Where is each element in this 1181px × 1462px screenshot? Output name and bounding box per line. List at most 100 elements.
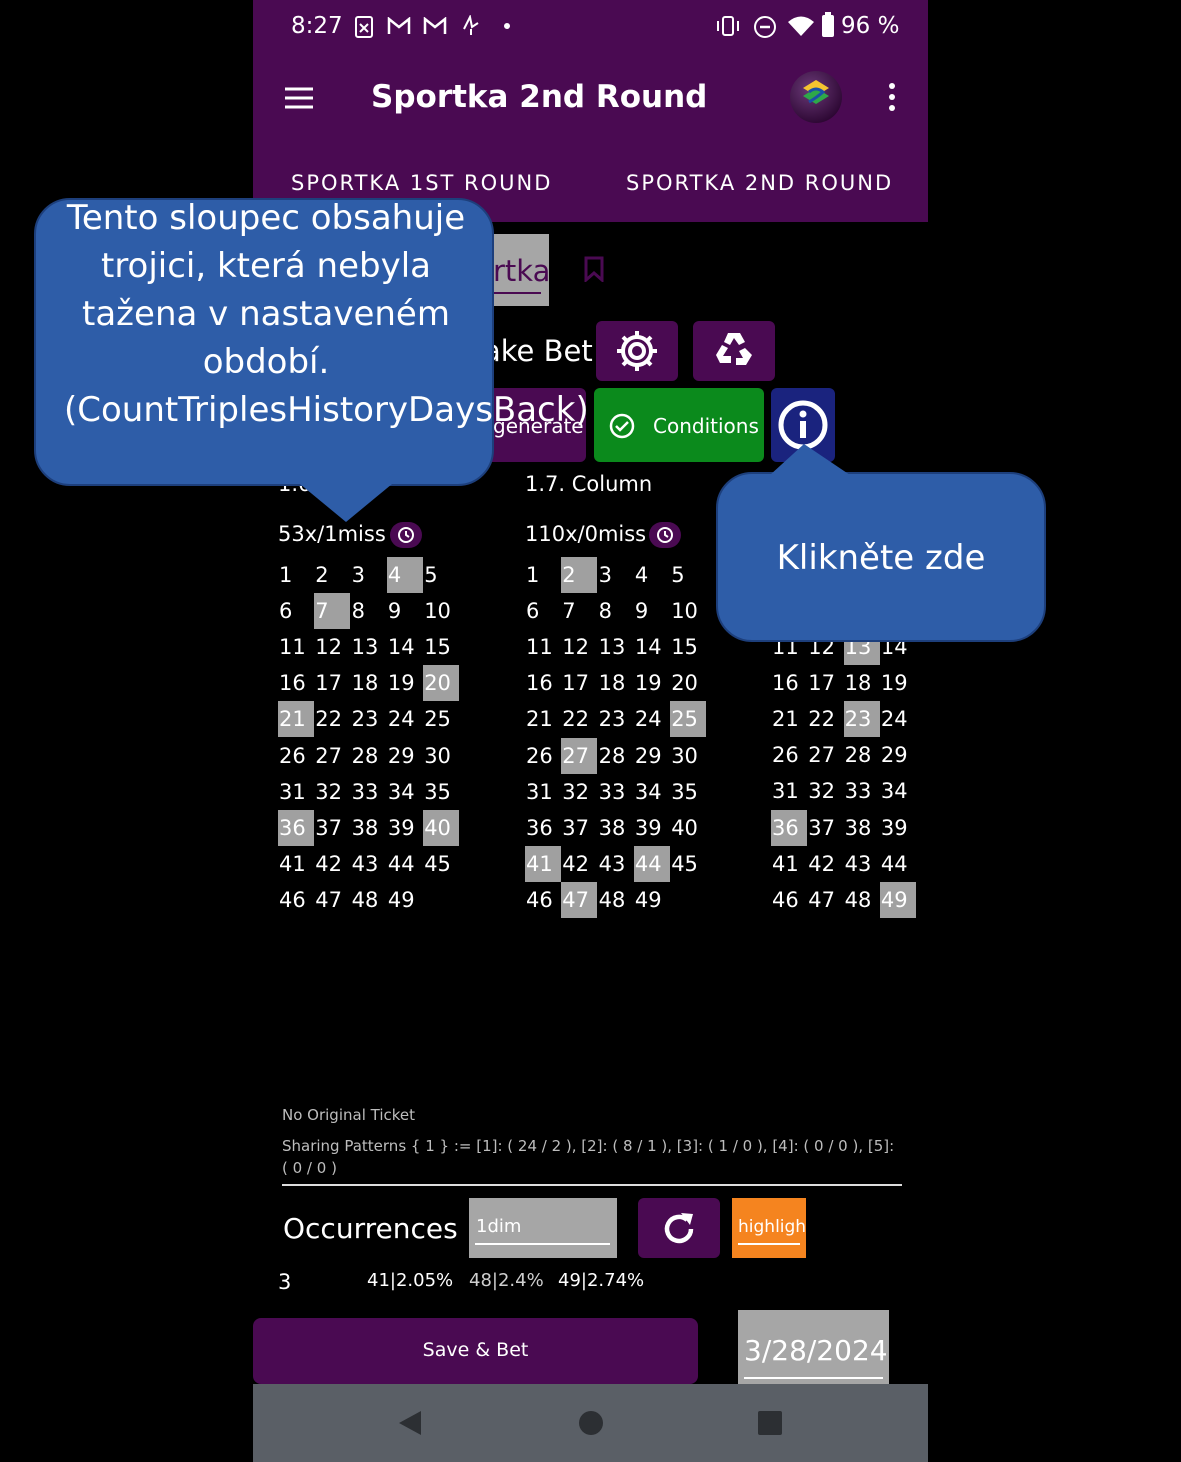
- number-cell[interactable]: 13: [598, 635, 626, 660]
- number-cell[interactable]: 20: [671, 671, 698, 696]
- number-cell[interactable]: 10: [671, 599, 698, 624]
- number-cell[interactable]: 42: [315, 851, 343, 876]
- number-cell[interactable]: 48: [844, 887, 872, 912]
- number-cell[interactable]: 10: [424, 599, 451, 624]
- home-icon[interactable]: [578, 1410, 604, 1436]
- number-cell[interactable]: 5: [424, 563, 438, 587]
- number-cell[interactable]: 23: [351, 707, 379, 732]
- number-cell[interactable]: 12: [562, 635, 590, 660]
- number-cell[interactable]: 18: [598, 671, 626, 696]
- number-cell[interactable]: 29: [387, 743, 415, 768]
- number-cell[interactable]: 49: [634, 887, 662, 912]
- number-cell[interactable]: 1: [526, 563, 540, 587]
- number-cell[interactable]: 28: [351, 743, 379, 768]
- number-cell-highlighted[interactable]: 40: [423, 809, 460, 846]
- number-cell[interactable]: 31: [526, 779, 553, 804]
- number-cell[interactable]: 24: [880, 707, 908, 732]
- back-icon[interactable]: [397, 1409, 423, 1437]
- number-cell[interactable]: 5: [671, 563, 685, 587]
- number-cell[interactable]: 15: [424, 635, 451, 660]
- number-cell[interactable]: 14: [634, 635, 662, 660]
- number-cell-highlighted[interactable]: 36: [771, 809, 807, 846]
- number-cell[interactable]: 25: [424, 707, 451, 732]
- number-cell[interactable]: 14: [387, 635, 415, 660]
- overflow-menu-icon[interactable]: [887, 82, 897, 114]
- number-cell[interactable]: 30: [671, 743, 698, 768]
- column-6-history-button[interactable]: [390, 522, 422, 548]
- number-cell[interactable]: 27: [315, 743, 343, 768]
- recycle-button[interactable]: [693, 321, 775, 381]
- number-cell[interactable]: 48: [598, 887, 626, 912]
- number-cell[interactable]: 33: [844, 779, 872, 804]
- number-cell[interactable]: 34: [387, 779, 415, 804]
- number-cell[interactable]: 40: [671, 815, 698, 840]
- number-cell[interactable]: 24: [387, 707, 415, 732]
- number-cell[interactable]: 13: [351, 635, 379, 660]
- number-cell[interactable]: 16: [279, 671, 306, 696]
- number-cell[interactable]: 11: [279, 635, 306, 660]
- number-cell[interactable]: 34: [634, 779, 662, 804]
- number-cell[interactable]: 39: [880, 815, 908, 840]
- number-cell-highlighted[interactable]: 7: [314, 593, 351, 630]
- number-cell[interactable]: 33: [351, 779, 379, 804]
- number-cell-highlighted[interactable]: 49: [879, 881, 916, 918]
- menu-icon[interactable]: [283, 86, 315, 110]
- number-cell[interactable]: 26: [526, 743, 553, 768]
- number-cell[interactable]: 44: [880, 851, 908, 876]
- number-cell-highlighted[interactable]: 21: [278, 701, 314, 738]
- number-cell-highlighted[interactable]: 36: [278, 809, 314, 846]
- number-cell[interactable]: 46: [279, 887, 306, 912]
- number-cell[interactable]: 19: [880, 671, 908, 696]
- number-cell[interactable]: 21: [772, 707, 799, 732]
- conditions-button[interactable]: Conditions: [594, 388, 764, 462]
- number-cell[interactable]: 29: [880, 743, 908, 768]
- number-cell[interactable]: 42: [562, 851, 590, 876]
- number-cell[interactable]: 18: [351, 671, 379, 696]
- recents-icon[interactable]: [758, 1411, 782, 1435]
- number-cell[interactable]: 16: [526, 671, 553, 696]
- number-cell-highlighted[interactable]: 44: [633, 845, 670, 882]
- number-cell[interactable]: 2: [315, 563, 329, 587]
- number-cell[interactable]: 38: [844, 815, 872, 840]
- number-cell[interactable]: 19: [634, 671, 662, 696]
- number-cell[interactable]: 32: [315, 779, 343, 804]
- number-cell[interactable]: 37: [315, 815, 343, 840]
- number-cell[interactable]: 41: [772, 851, 799, 876]
- number-cell-highlighted[interactable]: 23: [843, 701, 880, 738]
- number-cell[interactable]: 19: [387, 671, 415, 696]
- number-cell[interactable]: 36: [526, 815, 553, 840]
- number-cell[interactable]: 41: [279, 851, 306, 876]
- number-cell[interactable]: 33: [598, 779, 626, 804]
- number-cell-highlighted[interactable]: 27: [561, 737, 598, 774]
- dimension-input[interactable]: 1dim: [469, 1198, 617, 1258]
- number-cell-highlighted[interactable]: 41: [525, 845, 561, 882]
- number-cell[interactable]: 8: [598, 599, 612, 624]
- number-cell[interactable]: 30: [424, 743, 451, 768]
- number-cell[interactable]: 38: [351, 815, 379, 840]
- number-cell[interactable]: 39: [634, 815, 662, 840]
- number-cell[interactable]: 43: [351, 851, 379, 876]
- number-cell[interactable]: 17: [808, 671, 836, 696]
- number-cell[interactable]: 22: [315, 707, 343, 732]
- number-cell-highlighted[interactable]: 25: [670, 701, 707, 738]
- bookmark-icon[interactable]: [583, 256, 605, 282]
- number-cell[interactable]: 45: [424, 851, 451, 876]
- number-cell[interactable]: 4: [634, 563, 649, 587]
- app-logo-icon[interactable]: [789, 70, 843, 124]
- number-cell[interactable]: 32: [808, 779, 836, 804]
- number-cell[interactable]: 15: [671, 635, 698, 660]
- number-cell[interactable]: 18: [844, 671, 872, 696]
- number-cell[interactable]: 29: [634, 743, 662, 768]
- number-cell[interactable]: 26: [772, 743, 799, 768]
- number-cell[interactable]: 17: [562, 671, 590, 696]
- number-cell[interactable]: 46: [526, 887, 553, 912]
- number-cell[interactable]: 35: [671, 779, 698, 804]
- number-cell[interactable]: 37: [562, 815, 590, 840]
- number-cell[interactable]: 46: [772, 887, 799, 912]
- number-cell[interactable]: 12: [315, 635, 343, 660]
- number-cell-highlighted[interactable]: 20: [423, 665, 460, 702]
- number-cell[interactable]: 34: [880, 779, 908, 804]
- number-cell[interactable]: 35: [424, 779, 451, 804]
- number-cell[interactable]: 3: [351, 563, 365, 587]
- number-cell[interactable]: 16: [772, 671, 799, 696]
